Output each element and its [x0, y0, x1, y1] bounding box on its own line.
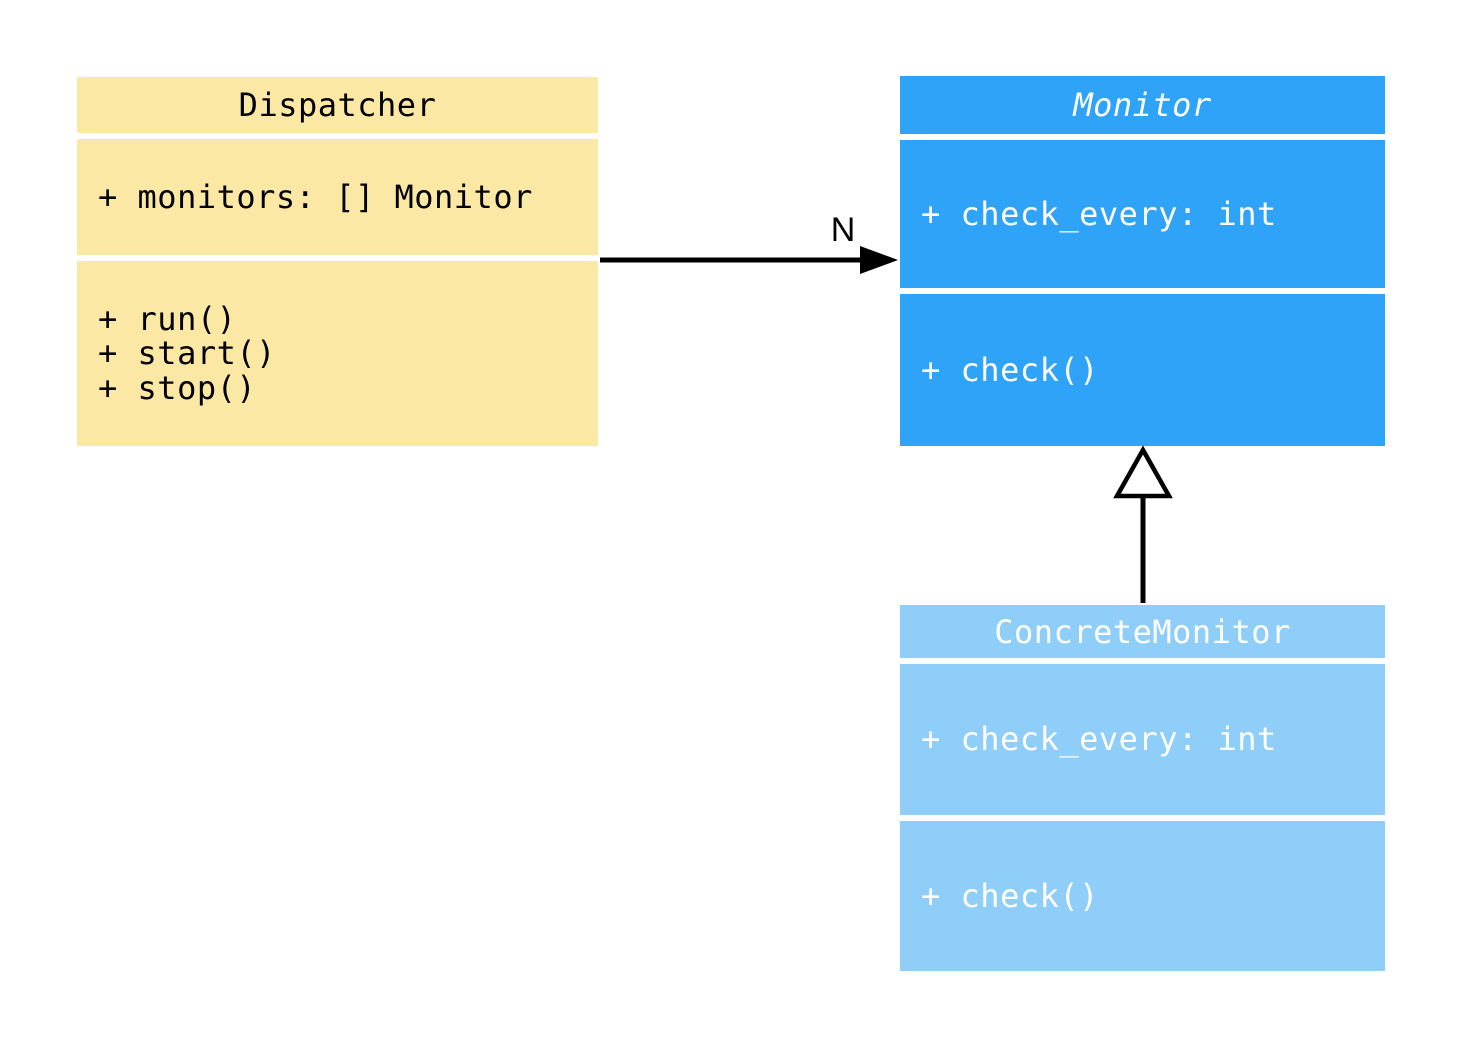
association-multiplicity-label: N — [831, 211, 856, 249]
class-monitor-attributes: + check_every: int — [900, 140, 1385, 288]
inheritance-hollow-triangle-icon — [1113, 445, 1173, 499]
method-line: + stop() — [98, 368, 257, 407]
association-arrowhead-icon — [860, 246, 898, 274]
class-monitor: Monitor + check_every: int + check() — [900, 76, 1385, 446]
class-concrete-monitor-attributes: + check_every: int — [900, 664, 1385, 815]
class-concrete-monitor-methods: + check() — [900, 821, 1385, 971]
method-line: + check() — [921, 876, 1099, 915]
class-dispatcher: Dispatcher + monitors: [] Monitor + run(… — [77, 77, 598, 446]
attribute-line: + check_every: int — [921, 720, 1277, 759]
method-line: + check() — [921, 350, 1099, 389]
inheritance-edge-concretemonitor-to-monitor — [1113, 445, 1173, 603]
association-edge-dispatcher-to-monitor: N — [600, 211, 898, 274]
class-dispatcher-attributes: + monitors: [] Monitor — [77, 139, 598, 255]
attribute-line: + monitors: [] Monitor — [98, 177, 533, 216]
class-dispatcher-methods: + run() + start() + stop() — [77, 261, 598, 446]
class-dispatcher-title: Dispatcher — [77, 77, 598, 133]
method-line: + run() — [98, 299, 237, 338]
class-monitor-title: Monitor — [900, 76, 1385, 134]
class-concrete-monitor: ConcreteMonitor + check_every: int + che… — [900, 605, 1385, 971]
method-line: + start() — [98, 334, 276, 373]
class-concrete-monitor-title: ConcreteMonitor — [900, 605, 1385, 658]
class-monitor-methods: + check() — [900, 294, 1385, 446]
attribute-line: + check_every: int — [921, 194, 1277, 233]
